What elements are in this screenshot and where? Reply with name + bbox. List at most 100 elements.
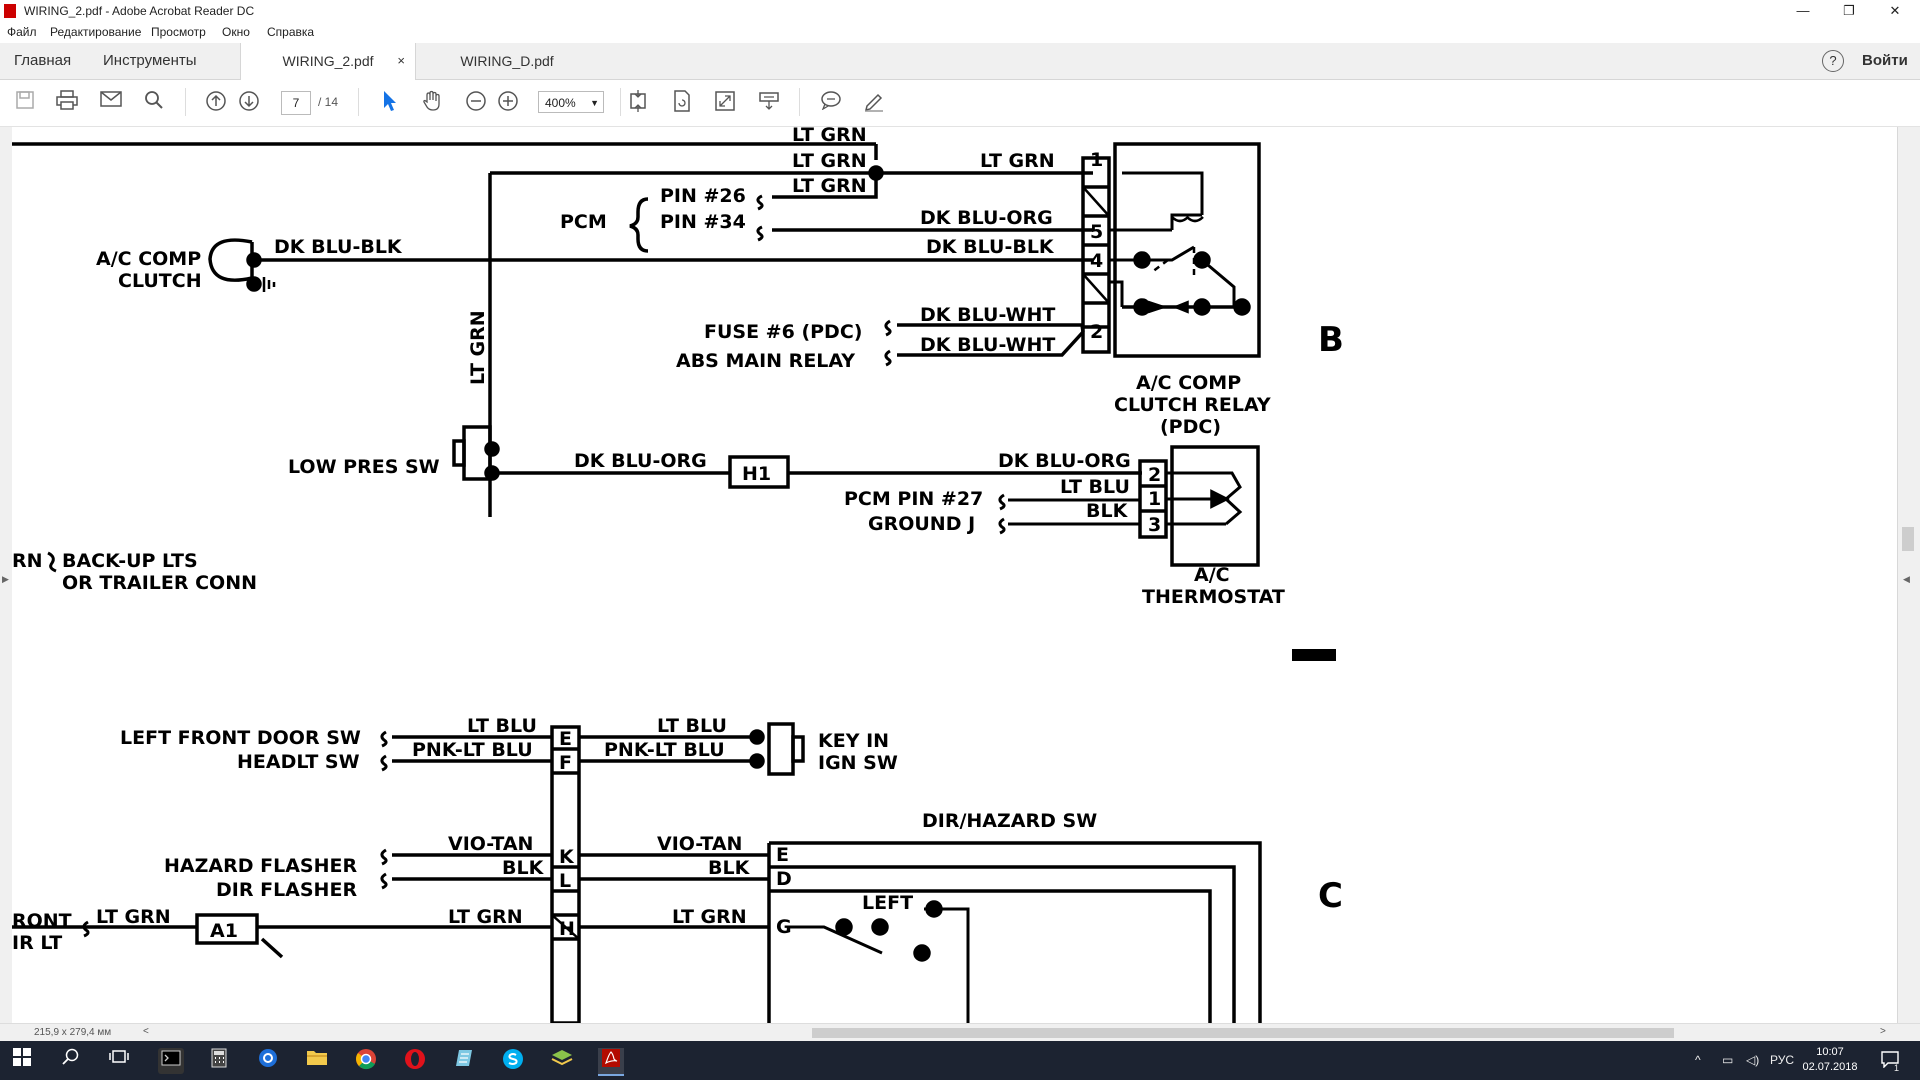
title-bar: WIRING_2.pdf - Adobe Acrobat Reader DC —… <box>0 0 1920 22</box>
connector-tick <box>998 517 1006 535</box>
acrobat-taskbar-icon[interactable] <box>598 1048 624 1076</box>
connector-tick <box>380 754 388 772</box>
component-label: LEFT FRONT DOOR SW <box>120 727 361 749</box>
document-tab-wiring-d[interactable]: WIRING_D.pdf <box>420 43 594 79</box>
task-view-icon[interactable] <box>106 1048 132 1074</box>
status-bar: 215,9 x 279,4 мм < > <box>0 1023 1920 1042</box>
outlook-app-icon[interactable] <box>255 1048 281 1074</box>
pin-number: 4 <box>1090 250 1103 272</box>
relay-contact <box>1133 298 1151 316</box>
toolbar: 7 / 14 400% ▼ <box>0 80 1920 127</box>
pin-label: PIN #34 <box>660 211 746 233</box>
show-hidden-icons[interactable]: ^ <box>1695 1053 1701 1067</box>
pin-letter: L <box>559 870 571 892</box>
wire-thermostat <box>1008 471 1243 526</box>
comment-icon[interactable] <box>818 90 844 116</box>
wire-label: DK BLU-BLK <box>926 236 1055 258</box>
notification-center-icon[interactable] <box>1880 1050 1900 1072</box>
select-tool-icon[interactable] <box>377 90 403 116</box>
connector-tick <box>380 872 388 890</box>
wire-label: PNK-LT BLU <box>604 739 725 761</box>
menu-window[interactable]: Окно <box>222 25 250 39</box>
page-number-input[interactable]: 7 <box>281 91 311 115</box>
component-label: IGN SW <box>818 752 898 774</box>
pcm-brace <box>629 197 649 253</box>
minimize-button[interactable]: — <box>1796 3 1810 18</box>
skype-app-icon[interactable] <box>500 1048 526 1074</box>
help-icon[interactable]: ? <box>1822 50 1844 72</box>
thermostat-pin-separator <box>1140 484 1166 513</box>
right-panel-toggle[interactable]: ◀ <box>1897 127 1920 1023</box>
calculator-app-icon[interactable] <box>206 1048 232 1074</box>
ground-icon <box>262 277 276 292</box>
component-label: HEADLT SW <box>237 751 360 773</box>
scroll-left-arrow[interactable]: < <box>143 1026 149 1037</box>
menu-view[interactable]: Просмотр <box>151 25 206 39</box>
zoom-level-select[interactable]: 400% ▼ <box>538 91 604 113</box>
document-tab-wiring-2[interactable]: WIRING_2.pdf × <box>240 43 416 80</box>
layers-app-icon[interactable] <box>549 1048 575 1074</box>
splice-dot <box>749 753 765 769</box>
dir-hazard-switch-box <box>767 841 1262 1023</box>
start-windows-icon[interactable] <box>9 1048 35 1074</box>
thermostat-box <box>1170 445 1260 567</box>
keyboard-language[interactable]: РУС <box>1770 1053 1795 1067</box>
relay-contact <box>1133 251 1151 269</box>
chrome-browser-icon[interactable] <box>353 1048 379 1074</box>
document-viewer[interactable]: ▶ <box>0 127 1920 1023</box>
scroll-mode-icon[interactable] <box>756 90 782 116</box>
vertical-scrollbar-thumb[interactable] <box>1902 527 1914 551</box>
rotate-view-icon[interactable] <box>669 90 695 116</box>
pcm-label: PCM <box>560 211 607 233</box>
sign-in-link[interactable]: Войти <box>1862 52 1908 69</box>
search-icon[interactable] <box>58 1048 84 1074</box>
component-label: FUSE #6 (PDC) <box>704 321 862 343</box>
menu-edit[interactable]: Редактирование <box>50 25 142 39</box>
hand-tool-icon[interactable] <box>419 90 445 116</box>
wire-label: LT GRN <box>672 906 747 928</box>
network-icon[interactable]: ▭ <box>1722 1053 1734 1067</box>
file-explorer-icon[interactable] <box>304 1048 330 1074</box>
volume-icon[interactable]: ◁) <box>1746 1053 1760 1067</box>
wire-label: LT GRN <box>448 906 523 928</box>
fit-page-icon[interactable] <box>625 90 651 116</box>
terminal-app-icon[interactable] <box>158 1048 184 1074</box>
next-page-icon[interactable] <box>236 90 262 116</box>
home-tab[interactable]: Главная <box>14 52 72 69</box>
wiring-diagram: LT GRN LT GRN LT GRN LT GRN PCM PIN #26 … <box>12 127 1344 1023</box>
maximize-button[interactable]: ❐ <box>1843 3 1855 18</box>
search-icon[interactable] <box>141 90 167 116</box>
taskbar: ^ ▭ ◁) РУС 10:07 02.07.2018 1 <box>0 1041 1920 1080</box>
system-clock[interactable]: 10:07 02.07.2018 <box>1800 1045 1860 1075</box>
menu-help[interactable]: Справка <box>267 25 315 39</box>
close-window-button[interactable]: ✕ <box>1889 3 1901 18</box>
notepad-app-icon[interactable] <box>451 1048 477 1074</box>
splice-dot <box>868 165 884 181</box>
menu-file[interactable]: Файл <box>7 25 37 39</box>
full-screen-icon[interactable] <box>712 90 738 116</box>
pin-number: 5 <box>1090 221 1103 243</box>
scroll-right-arrow[interactable]: > <box>1880 1026 1886 1037</box>
highlight-pen-icon[interactable] <box>861 90 887 116</box>
zoom-in-icon[interactable] <box>495 90 521 116</box>
relay-internal <box>1109 171 1204 262</box>
close-tab-icon[interactable]: × <box>397 53 405 68</box>
opera-browser-icon[interactable] <box>402 1048 428 1074</box>
zoom-out-icon[interactable] <box>463 90 489 116</box>
connector-a1 <box>195 913 259 945</box>
relay-box <box>1113 142 1261 358</box>
switch-contact <box>913 944 931 962</box>
wire-label: LT BLU <box>467 715 537 737</box>
email-icon[interactable] <box>98 90 124 116</box>
relay-coil <box>1171 216 1204 223</box>
print-icon[interactable] <box>54 90 80 116</box>
document-tab-label: WIRING_D.pdf <box>460 53 554 69</box>
component-label: A/C COMP <box>96 248 201 270</box>
connector-tick <box>756 225 764 242</box>
horizontal-scrollbar-thumb[interactable] <box>812 1028 1674 1038</box>
tools-tab[interactable]: Инструменты <box>103 52 197 69</box>
component-label: DIR FLASHER <box>216 879 357 901</box>
section-label-c: C <box>1318 876 1343 916</box>
previous-page-icon[interactable] <box>203 90 229 116</box>
save-icon[interactable] <box>12 90 38 116</box>
